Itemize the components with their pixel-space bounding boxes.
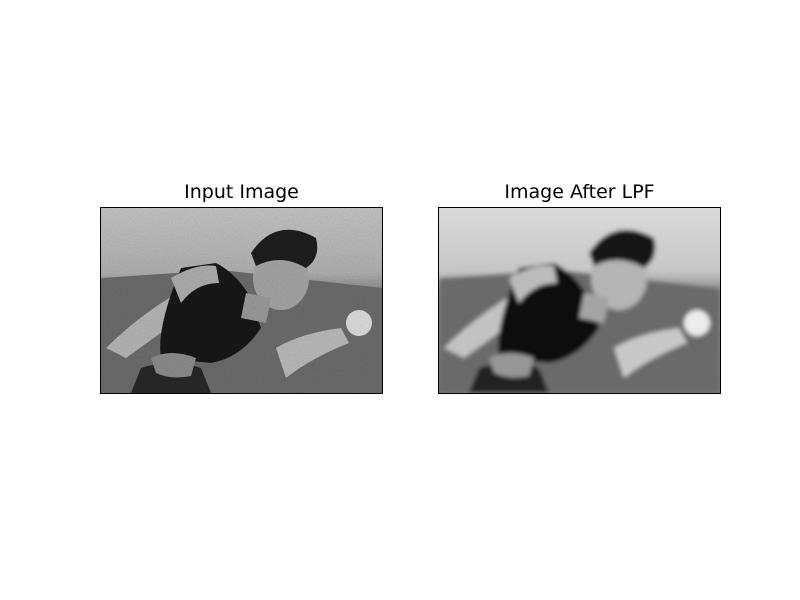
input-image-title: Input Image bbox=[184, 181, 299, 203]
input-image-axes bbox=[100, 207, 383, 394]
filtered-image bbox=[439, 208, 720, 393]
input-image bbox=[101, 208, 382, 393]
filtered-image-title: Image After LPF bbox=[504, 181, 655, 203]
filtered-image-axes bbox=[438, 207, 721, 394]
